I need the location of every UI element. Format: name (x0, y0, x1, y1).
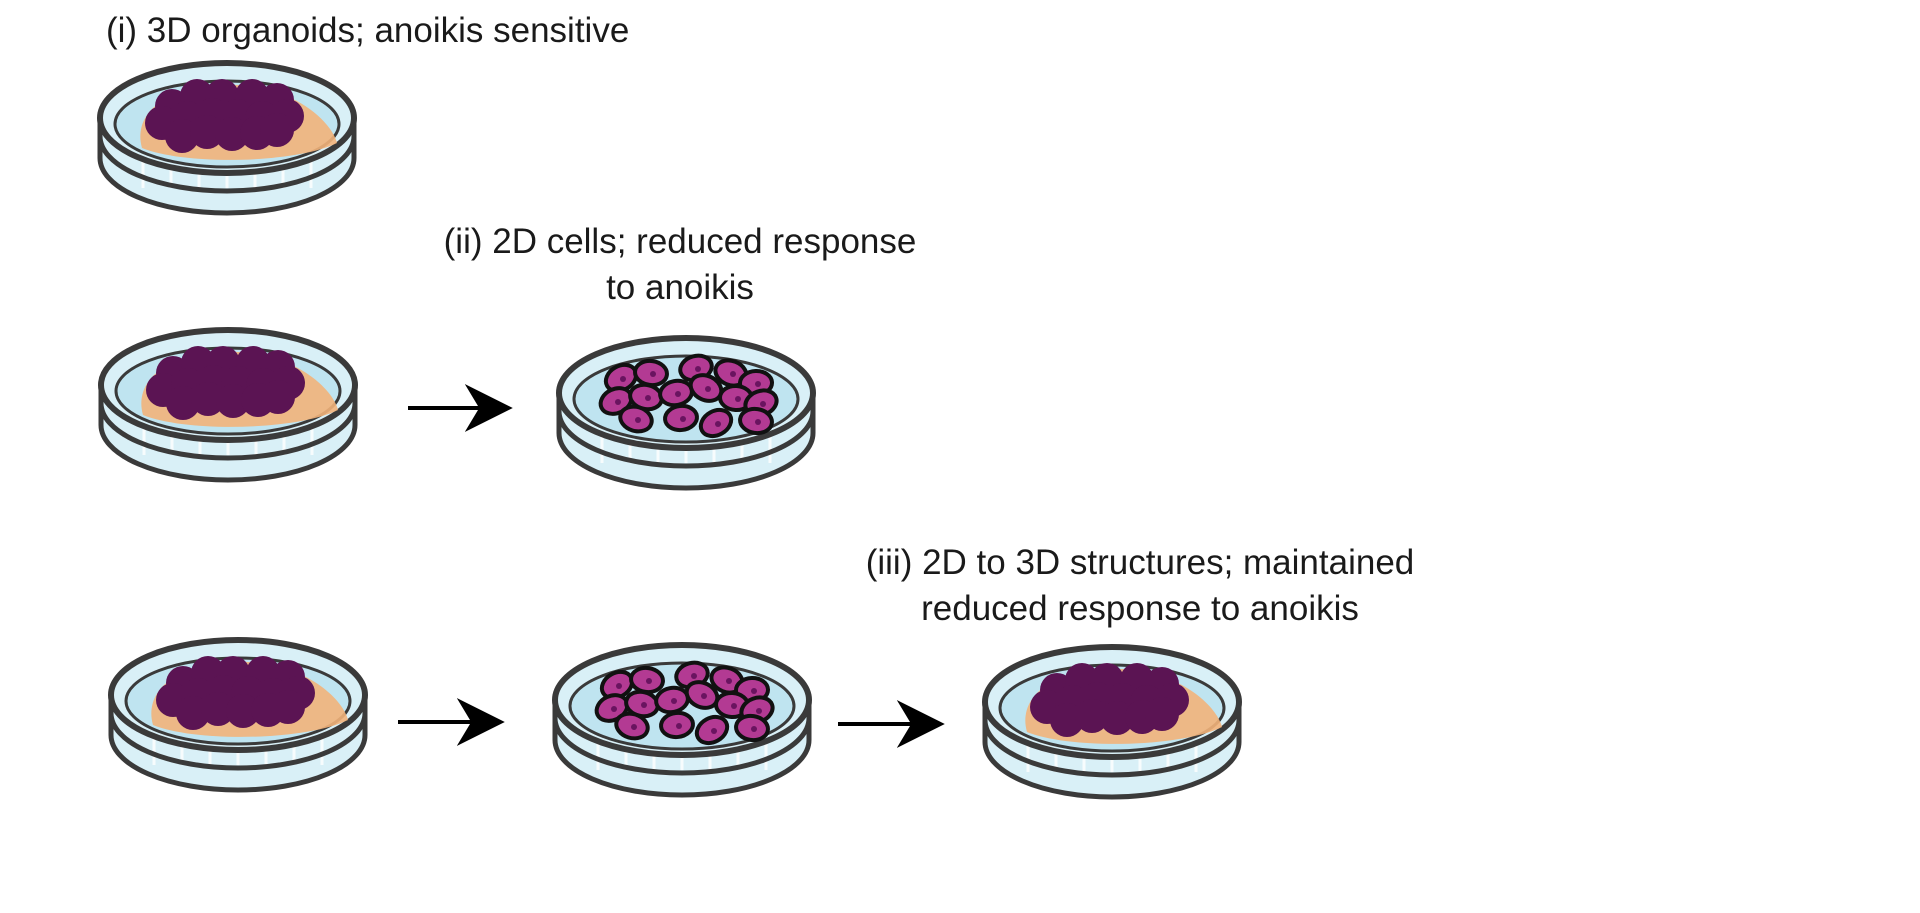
cell-nucleus (650, 371, 656, 377)
cell-nucleus (730, 371, 736, 377)
cell-nucleus (705, 386, 711, 392)
dish-lid-edge (556, 410, 816, 469)
cell-nucleus (676, 723, 682, 729)
cell-nucleus (631, 724, 637, 730)
organoid-15 (260, 113, 294, 147)
cell-nucleus (646, 678, 652, 684)
petri-dish-2d-5 (552, 642, 812, 798)
organoid-12 (190, 115, 224, 149)
caption-i-text: (i) 3D organoids; anoikis sensitive (106, 11, 630, 50)
cell-13 (694, 714, 730, 746)
cell-12 (659, 710, 695, 740)
petri-dish-3d-4 (108, 637, 368, 793)
cell-nucleus (691, 673, 697, 679)
cell-1 (633, 358, 669, 388)
organoid-15 (261, 380, 295, 414)
organoid-13 (226, 694, 260, 728)
cell-11 (614, 711, 650, 741)
cell-14 (738, 406, 774, 436)
caption-2d-to-3d: (iii) 2D to 3D structures; maintained re… (790, 540, 1490, 632)
cell-nucleus (760, 401, 766, 407)
cell-14 (734, 713, 770, 743)
organoid-11 (166, 386, 200, 420)
cell-nucleus (675, 391, 681, 397)
cell-11 (618, 404, 654, 434)
cell-nucleus (695, 366, 701, 372)
cell-nucleus (645, 395, 651, 401)
cell-nucleus (701, 693, 707, 699)
organoid-13 (215, 117, 249, 151)
cell-nucleus (756, 708, 762, 714)
cell-nucleus (751, 726, 757, 732)
cell-nucleus (680, 416, 686, 422)
cell-nucleus (616, 683, 622, 689)
organoid-12 (1075, 699, 1109, 733)
organoid-15 (271, 690, 305, 724)
cell-nucleus (755, 381, 761, 387)
organoid-12 (201, 692, 235, 726)
cell-1 (629, 665, 665, 695)
petri-dish-2d-3 (556, 335, 816, 491)
organoid-13 (216, 384, 250, 418)
dish-lid-edge (97, 135, 357, 194)
cell-nucleus (615, 399, 621, 405)
caption-2d-cells: (ii) 2D cells; reduced response to anoik… (380, 219, 980, 311)
cell-nucleus (755, 419, 761, 425)
cell-nucleus (735, 396, 741, 402)
petri-dish-3d-6 (982, 644, 1242, 800)
cell-13 (698, 407, 734, 439)
cell-nucleus (620, 376, 626, 382)
caption-iii-line1: (iii) 2D to 3D structures; maintained (865, 543, 1415, 582)
cell-8 (688, 373, 724, 403)
dish-lid-edge (552, 717, 812, 776)
cell-nucleus (711, 728, 717, 734)
cell-nucleus (635, 417, 641, 423)
caption-ii-line2: to anoikis (606, 268, 754, 307)
organoid-15 (1145, 697, 1179, 731)
organoid-11 (176, 696, 210, 730)
cell-nucleus (671, 698, 677, 704)
cell-nucleus (731, 703, 737, 709)
organoid-12 (191, 382, 225, 416)
caption-3d-organoids: (i) 3D organoids; anoikis sensitive (106, 8, 629, 54)
organoid-11 (165, 119, 199, 153)
organoid-11 (1050, 703, 1084, 737)
caption-iii-line2: reduced response to anoikis (921, 589, 1359, 628)
cell-nucleus (611, 706, 617, 712)
petri-dish-3d-2 (98, 327, 358, 483)
petri-dish-3d-1 (97, 60, 357, 216)
dish-lid-edge (982, 719, 1242, 778)
organoid-13 (1100, 701, 1134, 735)
dish-lid-edge (108, 712, 368, 771)
cell-nucleus (726, 678, 732, 684)
cell-nucleus (641, 702, 647, 708)
cell-nucleus (715, 421, 721, 427)
cell-12 (663, 403, 699, 433)
caption-ii-line1: (ii) 2D cells; reduced response (443, 222, 917, 261)
dish-lid-edge (98, 402, 358, 461)
cell-nucleus (751, 688, 757, 694)
